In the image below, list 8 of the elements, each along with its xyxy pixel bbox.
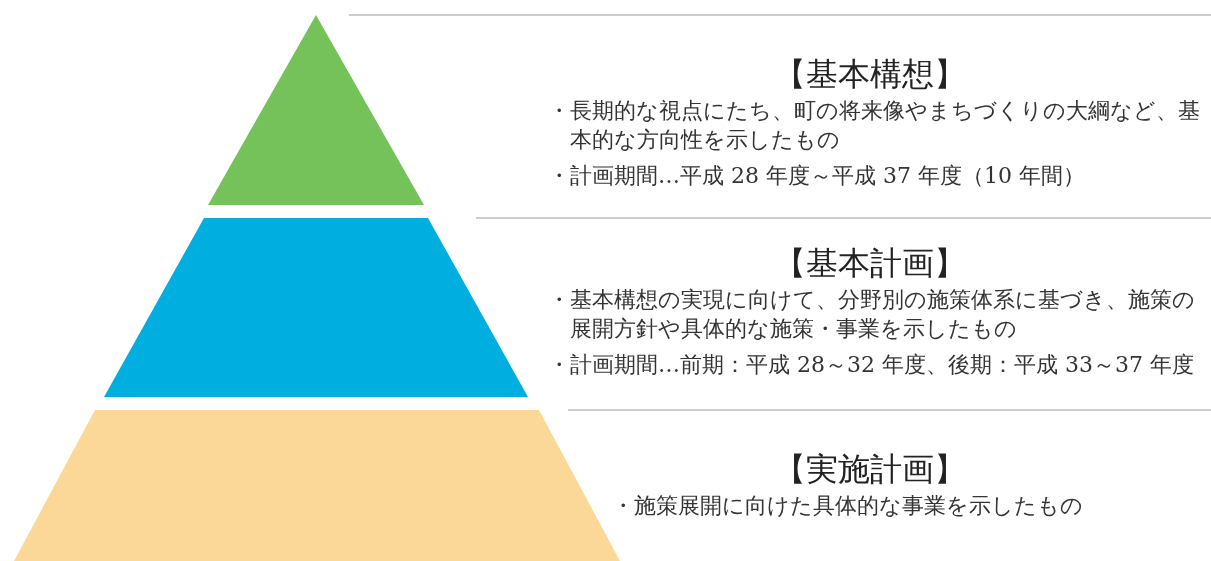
bullet-text: ・計画期間…平成 28 年度～平成 37 年度（10 年間） (548, 162, 1086, 190)
heading: 【基本計画】 (773, 244, 967, 282)
bullet-text: ・施策展開に向けた具体的な事業を示したもの (612, 492, 1084, 520)
heading: 【実施計画】 (773, 450, 967, 488)
bullet-text: ・計画期間…前期：平成 28～32 年度、後期：平成 33～37 年度 (548, 351, 1195, 379)
heading: 【基本構想】 (773, 55, 967, 93)
bullet-text: ・長期的な視点にたち、町の将来像やまちづくりの大綱など、基本的な方向性を示したもの (548, 97, 1201, 154)
bullet-text: ・基本構想の実現に向けて、分野別の施策体系に基づき、施策の展開方針や具体的な施策・事業を示したもの (548, 286, 1196, 343)
